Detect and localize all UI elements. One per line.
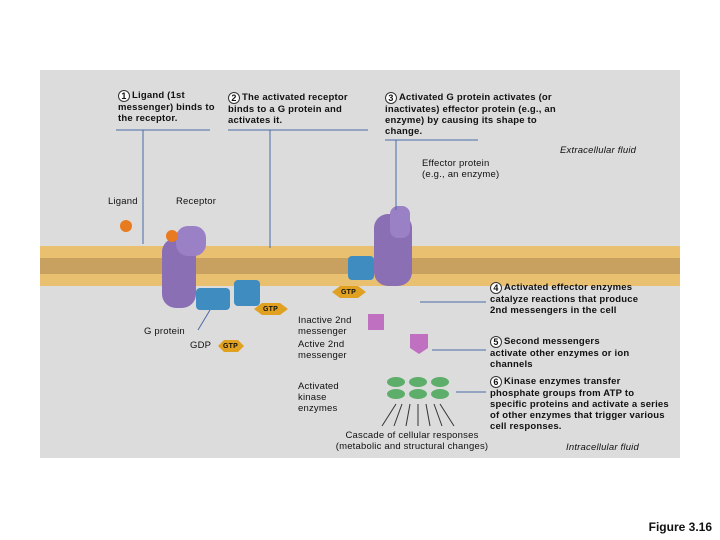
gdp-label: GDP — [190, 340, 212, 351]
gtp-label-2: GTP — [341, 289, 356, 296]
inactive-2nd-label: Inactive 2nd messenger — [298, 315, 352, 337]
kinase-enzymes — [387, 377, 449, 399]
intracellular-label: Intracellular fluid — [566, 442, 639, 453]
ligand-bound — [166, 230, 178, 242]
g-protein-label: G protein — [144, 326, 185, 337]
extracellular-label: Extracellular fluid — [560, 145, 637, 156]
kinase-label: Activated kinase enzymes — [298, 381, 339, 414]
ligand-molecule — [120, 220, 132, 232]
inactive-second-messenger — [368, 314, 384, 330]
active-second-messenger — [410, 334, 428, 354]
gtp-label-3: GTP — [223, 343, 238, 350]
effector-label: Effector protein (e.g., an enzyme) — [422, 158, 500, 180]
figure-caption: Figure 3.16 — [648, 520, 712, 534]
receptor-label: Receptor — [176, 196, 217, 207]
gtp-badges — [218, 286, 366, 352]
g-protein-inactive — [196, 288, 230, 310]
cascade-label: Cascade of cellular responses (metabolic… — [335, 430, 489, 452]
cascade-arrows — [381, 403, 455, 427]
g-protein-active — [234, 256, 374, 306]
leader-lines — [116, 129, 486, 393]
receptor-protein — [162, 226, 206, 308]
ligand-label: Ligand — [108, 196, 138, 207]
gtp-label-1: GTP — [263, 306, 278, 313]
effector-protein — [374, 206, 412, 286]
active-2nd-label: Active 2nd messenger — [298, 339, 347, 361]
